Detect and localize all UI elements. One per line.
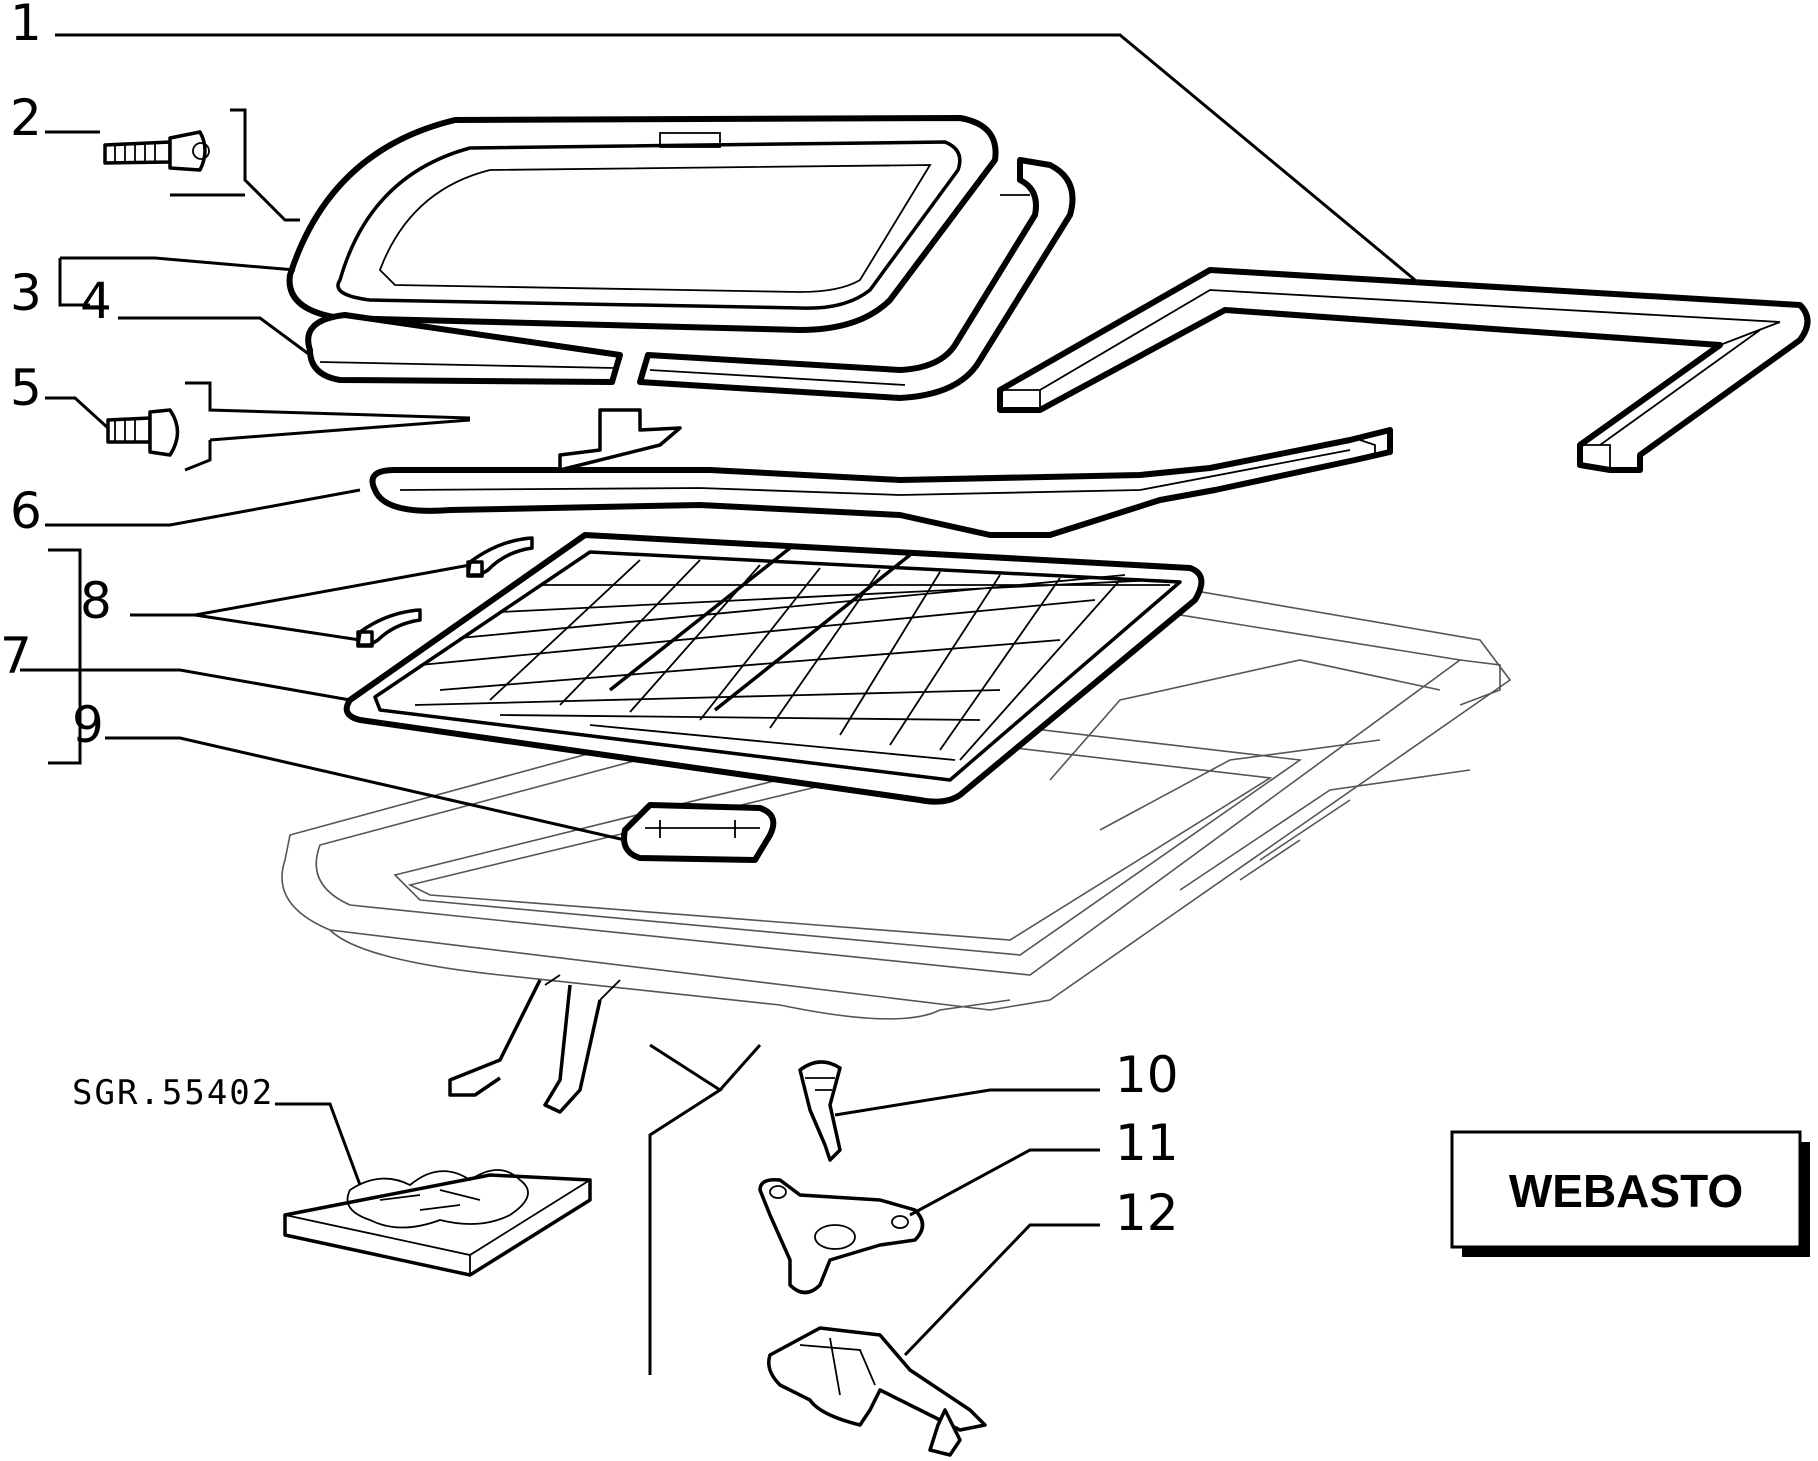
callout-8: 8: [80, 572, 112, 630]
callout-3: 3: [10, 264, 42, 322]
part-2-screw: [103, 130, 210, 172]
sgr-kit-box: [283, 1169, 592, 1277]
webasto-brand-box: WEBASTO: [1450, 1130, 1810, 1257]
part-10-pin: [798, 1060, 842, 1162]
callout-1: 1: [10, 0, 42, 52]
leader-lines: [20, 33, 1416, 1375]
part-6-deflector-rail: [369, 408, 1393, 538]
callout-9: 9: [72, 696, 104, 754]
callout-11: 11: [1115, 1114, 1179, 1172]
callout-labels: 1 2 3 4 5 6 7 8 9 10 11 12 SGR.55402: [0, 0, 1179, 1242]
part-1-rear-seal: [997, 267, 1811, 473]
callout-12: 12: [1115, 1184, 1179, 1242]
part-3-glass-panel: [286, 115, 999, 333]
part-12-motor-housing: [767, 1326, 987, 1457]
part-8-clips: [356, 536, 534, 648]
brand-label: WEBASTO: [1509, 1165, 1743, 1217]
callout-5: 5: [10, 359, 42, 417]
callout-10: 10: [1115, 1046, 1179, 1104]
callout-6: 6: [10, 482, 42, 540]
part-9-handle: [621, 802, 777, 863]
callout-7: 7: [0, 627, 32, 685]
reference-code: SGR.55402: [72, 1073, 274, 1113]
part-11-bracket: [758, 1177, 925, 1295]
part-7-sunshade-panel: [343, 532, 1205, 805]
part-4-glass-seal: [305, 157, 1076, 401]
part-5-screw: [106, 408, 180, 457]
callout-4: 4: [80, 272, 112, 330]
callout-2: 2: [10, 89, 42, 147]
